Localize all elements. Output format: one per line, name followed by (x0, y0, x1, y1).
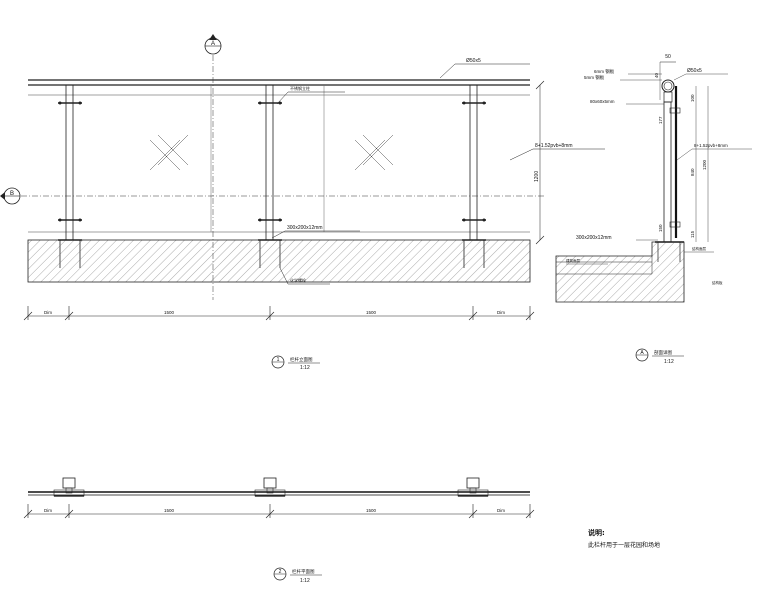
section-handrail-spec: Ø50x5 (687, 68, 702, 74)
section-caption-letter: A (640, 350, 644, 356)
handrail-leader (439, 63, 456, 79)
glass-cross-mark-left (149, 134, 189, 171)
section-plate-spec: 300x200x12mm (576, 235, 612, 241)
plan-caption-title: 栏杆平面图 (292, 568, 315, 575)
elevation-handrail-spec: Ø50x5 (466, 58, 481, 64)
section-top-dim: 50 (665, 54, 671, 60)
elevation-dim-span2: 1500 (366, 310, 377, 315)
plan-dim-span1: 1500 (164, 508, 175, 513)
elevation-caption-number: 1 (277, 357, 280, 363)
plan-post-right (457, 477, 489, 497)
section-left-note: 建筑面层 (566, 258, 580, 263)
section-dim-100: 100 (690, 94, 695, 102)
section-view: 50 40 6mm 钢板 5mm 钢板 80x60x5mm Ø50x5 8+1.… (555, 54, 752, 365)
notes-title: 说明: (588, 529, 605, 537)
section-caption-title: 剖面详图 (654, 349, 672, 356)
glass-leader (509, 148, 534, 161)
elevation-caption-title: 栏杆立面图 (290, 356, 313, 363)
section-bracket (663, 91, 673, 103)
section-clamp-bottom (669, 221, 681, 228)
elevation-caption: 1 栏杆立面图 1:12 (271, 355, 320, 371)
plan-caption-number: 2 (279, 569, 282, 575)
section-marker-left-label: B (10, 191, 14, 197)
elevation-height-dim: 1200 (534, 171, 540, 182)
elevation-caption-scale: 1:12 (300, 365, 310, 371)
section-spec-5mm: 5mm 钢板 (584, 74, 605, 81)
section-caption-scale: 1:12 (664, 359, 674, 365)
plate-leader (271, 230, 286, 239)
elevation-glass-spec: 8+1.52pvb+8mm (535, 143, 573, 149)
notes-body: 此栏杆用于一层花园和场地 (588, 542, 661, 549)
anchor-leader (279, 267, 289, 285)
section-post (663, 101, 672, 243)
plan-post-middle (254, 477, 286, 497)
section-glass-spec: 8+1.52pvb+8mm (694, 143, 728, 148)
elevation-dim-right: Dim (497, 310, 505, 315)
plan-dim-left: Dim (44, 508, 52, 513)
plan-view: Dim 1500 1500 Dim 2 栏杆平面图 1:12 (23, 477, 535, 584)
plan-caption-scale: 1:12 (300, 578, 310, 584)
section-bracket-spec: 80x60x5mm (590, 99, 615, 104)
section-dim-115: 115 (690, 230, 695, 238)
section-top-dim2: 40 (654, 72, 659, 78)
section-dim-1200: 1200 (702, 159, 707, 170)
post-leader (276, 91, 289, 105)
elevation-dim-span1: 1500 (164, 310, 175, 315)
section-concrete-curb (555, 241, 685, 303)
section-marker-top-label: A (211, 41, 215, 47)
elevation-plate-spec: 300x200x12mm (287, 225, 323, 231)
elevation-view: A B Ø50x5 不锈钢立柱 8+1.52pvb+8mm 300x200x12… (0, 34, 605, 371)
plan-dim-span2: 1500 (366, 508, 377, 513)
section-clamp-top (669, 107, 681, 114)
section-right-note: 结构面层 (692, 246, 706, 251)
glass-cross-mark-right (354, 134, 394, 171)
elevation-anchor-note: 化学螺栓 (290, 277, 306, 283)
section-far-note: 结构板 (712, 280, 723, 285)
section-dim-177: 177 (658, 116, 663, 124)
elevation-post-note: 不锈钢立柱 (290, 85, 310, 91)
section-caption: A 剖面详图 1:12 (635, 348, 684, 365)
section-spec-6mm: 6mm 钢板 (594, 68, 615, 75)
plan-dim-right: Dim (497, 508, 505, 513)
section-dim-150: 150 (658, 224, 663, 232)
section-dim-840: 840 (690, 168, 695, 176)
plan-caption: 2 栏杆平面图 1:12 (273, 567, 322, 584)
elevation-dim-left: Dim (44, 310, 52, 315)
plan-post-left (53, 477, 85, 497)
concrete-base-slab (27, 239, 531, 283)
